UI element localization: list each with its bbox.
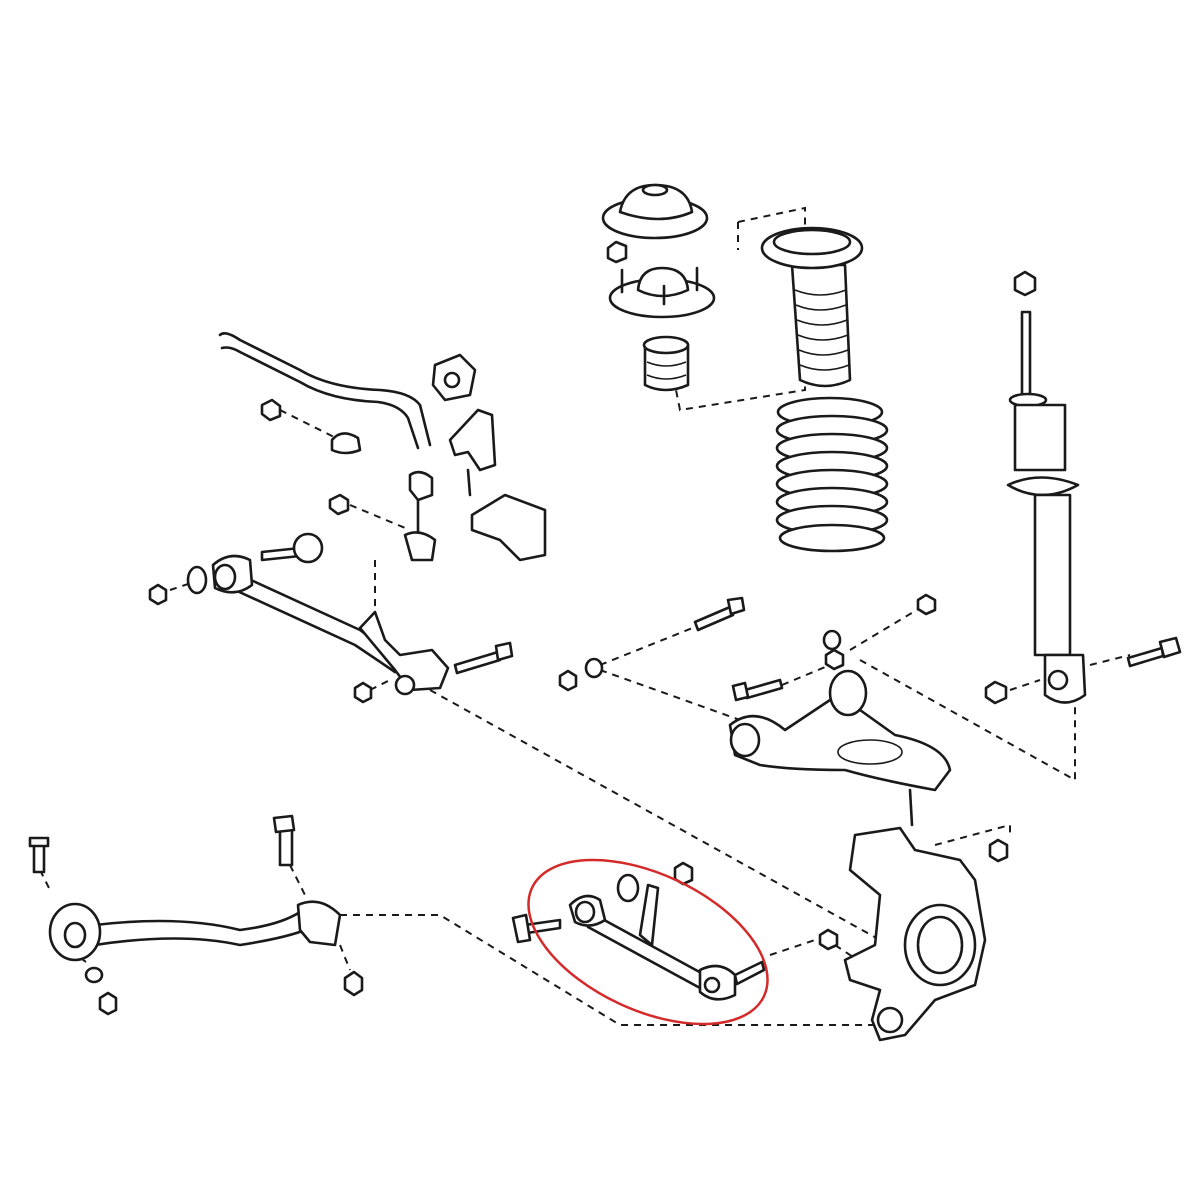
arm-bolt: [731, 678, 784, 702]
washer: [186, 565, 208, 595]
lower-control-arm: [211, 554, 450, 696]
nut: [148, 583, 168, 606]
highlight-circle: [527, 858, 769, 1026]
arm-bolt: [693, 596, 746, 632]
shock-nut: [984, 680, 1008, 705]
bolt: [272, 814, 296, 867]
nut: [98, 991, 118, 1016]
nut: [824, 648, 845, 671]
stabilizer-bracket: [448, 408, 497, 497]
mount-nut: [606, 240, 628, 264]
washer: [584, 657, 604, 679]
upper-support-mount: [601, 183, 709, 240]
upper-control-arm: [728, 669, 952, 827]
washer: [822, 629, 842, 651]
nut: [343, 970, 364, 997]
coil-spring: [775, 396, 889, 553]
nut: [558, 669, 578, 692]
steering-knuckle: [843, 826, 987, 1042]
lower-mount-plate: [608, 266, 716, 319]
nut: [916, 593, 937, 616]
stabilizer-link: [260, 398, 437, 562]
stabilizer-bushing: [431, 353, 477, 402]
adjustable-toe-link: [511, 883, 766, 1001]
shock-absorber: [1006, 270, 1087, 704]
spring-insulator-boot: [760, 226, 864, 388]
bracket-block: [470, 493, 547, 562]
lateral-link: [48, 900, 342, 962]
washer: [84, 966, 104, 984]
shock-bolt: [1126, 636, 1182, 668]
nut: [818, 928, 839, 951]
nut: [353, 681, 373, 704]
arm-bolt: [260, 532, 324, 564]
arm-bolt: [453, 641, 514, 675]
bump-stopper: [642, 335, 690, 392]
washer: [616, 873, 640, 903]
stabilizer-bar: [218, 332, 432, 450]
bolt: [28, 836, 50, 874]
nut: [988, 838, 1009, 863]
